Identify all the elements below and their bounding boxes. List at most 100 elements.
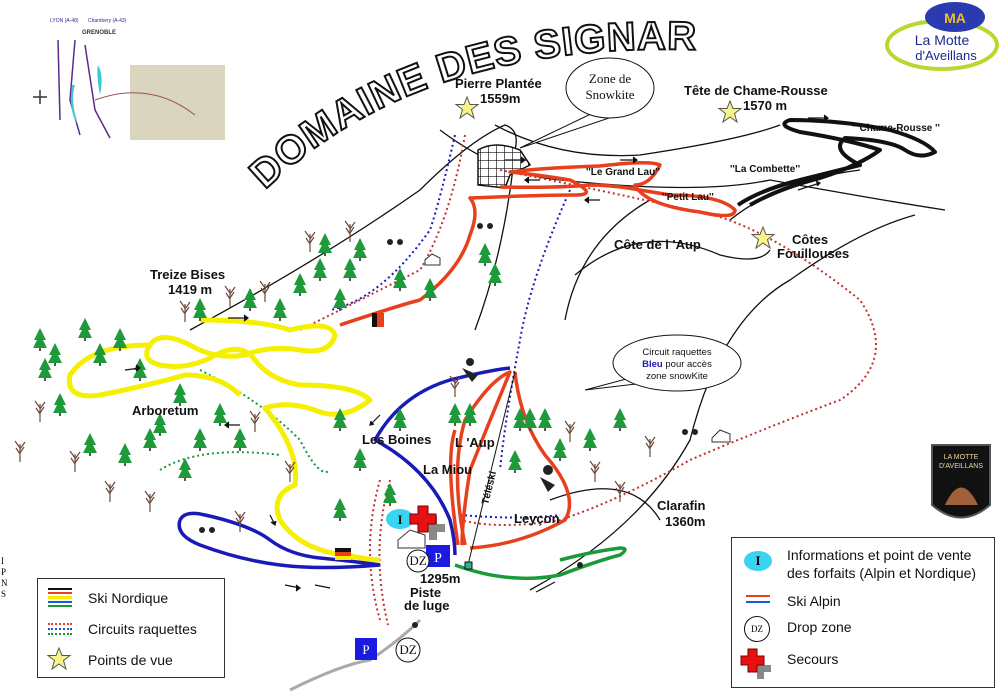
parking-letter: P xyxy=(362,642,369,657)
label-grand-lau: ''Le Grand Lau'' xyxy=(586,167,660,178)
label-fouillouses: Fouillouses xyxy=(777,246,849,261)
label-l-aup: L 'Aup xyxy=(455,435,495,450)
legend-label: Informations et point de vente xyxy=(787,547,972,563)
legend-label: Secours xyxy=(787,651,839,667)
parking-icon-lower[interactable] xyxy=(355,638,377,660)
dropzone-icon: DZ xyxy=(744,616,770,642)
legend-label: Drop zone xyxy=(787,619,852,635)
parking-letter: P xyxy=(434,551,442,566)
nordic-black-trail[interactable] xyxy=(736,118,937,207)
skier-icon xyxy=(543,465,553,475)
label-arboretum: Arboretum xyxy=(132,403,198,418)
alt-pierre-plantee: 1559m xyxy=(480,91,520,106)
info-letter: I xyxy=(397,512,402,527)
chalet-icon xyxy=(397,529,426,549)
legend-label: Circuits raquettes xyxy=(88,621,197,637)
label-la-combette: ''La Combette'' xyxy=(730,164,800,175)
raquettes-bubble: Circuit raquettes Bleu pour accès zone s… xyxy=(584,334,742,392)
alt-chame-rousse: 1570 m xyxy=(743,98,787,113)
compass-icon xyxy=(33,90,47,104)
star-icon-chame-rousse xyxy=(718,100,742,123)
dotted-lines-icon xyxy=(48,623,72,635)
teleski-lift xyxy=(467,371,516,566)
alt-clarafin: 1360m xyxy=(665,514,705,529)
svg-text:Snowkite: Snowkite xyxy=(585,87,634,102)
ipns-letter: N xyxy=(1,578,8,588)
dz-letter: DZ xyxy=(399,642,416,657)
alt-base: 1295m xyxy=(420,571,460,586)
ipns-mark: I P N S xyxy=(1,556,9,600)
inset-road: LYON (A-48) xyxy=(50,18,79,24)
nordic-yellow-trail[interactable] xyxy=(66,317,381,563)
legend-label: des forfaits (Alpin et Nordique) xyxy=(787,565,977,581)
svg-text:Zone de: Zone de xyxy=(589,71,631,86)
label-les-boines: Les Boines xyxy=(362,432,431,447)
label-pierre-plantee: Pierre Plantée xyxy=(455,76,542,91)
skier-icon xyxy=(466,358,474,366)
label-chame-rousse: '' Chame-Rousse '' xyxy=(852,123,940,134)
dz-letter: DZ xyxy=(409,553,426,568)
red-trails[interactable] xyxy=(339,161,737,550)
legend-right: I Informations et point de vente des for… xyxy=(731,537,995,688)
chalet-icon xyxy=(424,253,441,266)
alpine-lines-icon xyxy=(746,595,770,603)
svg-text:Circuit raquettes: Circuit raquettes xyxy=(642,347,711,358)
chalet-icon xyxy=(711,429,731,443)
svg-text:LA MOTTE: LA MOTTE xyxy=(944,454,979,461)
direction-arrows xyxy=(124,114,829,593)
first-aid-icon[interactable] xyxy=(409,505,445,540)
svg-text:D'AVEILLANS: D'AVEILLANS xyxy=(939,463,983,470)
legend-left: Ski Nordique Circuits raquettes Points d… xyxy=(37,578,225,678)
nordic-green-trail[interactable] xyxy=(454,546,627,581)
luge-track xyxy=(289,618,422,692)
label-petit-lau: ''Petit Lau'' xyxy=(662,192,714,203)
ipns-letter: I xyxy=(1,556,4,566)
inset-city: GRENOBLE xyxy=(82,30,116,36)
trailhead-marker xyxy=(335,548,351,560)
label-cotes: Côtes xyxy=(792,232,828,247)
legend-label: Ski Nordique xyxy=(88,590,169,606)
star-icon-fouillouses xyxy=(751,226,775,249)
parking-icon[interactable] xyxy=(426,545,450,567)
first-aid-icon xyxy=(740,648,771,679)
svg-text:Bleu pour accès: Bleu pour accès xyxy=(642,359,712,370)
dropzone-icon-lower[interactable] xyxy=(395,637,421,663)
info-icon: I xyxy=(744,551,772,571)
svg-text:La Motte: La Motte xyxy=(915,32,970,48)
ipns-letter: S xyxy=(1,589,7,599)
skier-icons xyxy=(199,223,698,628)
ipns-letter: P xyxy=(1,567,7,577)
nordic-lines-icon xyxy=(48,588,72,607)
inset-map: GRENOBLE LYON (A-48) Chambery (A-43) xyxy=(33,18,225,140)
label-treize-bises: Treize Bises xyxy=(150,267,225,282)
teleski-label: Téléski xyxy=(480,470,499,506)
label-cote-aup: Côte de l 'Aup xyxy=(614,237,701,252)
svg-text:d'Aveillans: d'Aveillans xyxy=(915,48,977,63)
dropzone-icon[interactable] xyxy=(406,549,430,573)
town-badge: LA MOTTE D'AVEILLANS xyxy=(931,444,991,519)
lift-station xyxy=(464,561,473,570)
info-icon[interactable] xyxy=(386,509,414,529)
label-de-luge: de luge xyxy=(404,598,450,613)
label-la-miou: La Miou xyxy=(423,462,472,477)
nordic-skiers-icon xyxy=(199,223,698,568)
label-tete-chame-rousse: Tête de Chame-Rousse xyxy=(684,83,828,98)
star-icon-pierre-plantee xyxy=(455,96,479,119)
legend-label: Points de vue xyxy=(88,652,173,668)
snowkite-zone xyxy=(477,144,532,189)
legend-label: Ski Alpin xyxy=(787,593,841,609)
forest xyxy=(14,220,656,533)
svg-text:zone snowKite: zone snowKite xyxy=(646,371,708,382)
inset-road: Chambery (A-43) xyxy=(88,18,127,24)
sled-icon xyxy=(412,622,418,628)
label-clarafin: Clarafin xyxy=(657,498,705,513)
snowkite-bubble: Zone de Snowkite xyxy=(519,57,655,149)
star-icon xyxy=(47,647,71,670)
svg-text:MA: MA xyxy=(944,10,966,26)
alt-treize-bises: 1419 m xyxy=(168,282,212,297)
label-piste-luge: Piste xyxy=(410,585,441,600)
blue-trails[interactable] xyxy=(177,366,511,570)
label-leycon: Leyçon xyxy=(514,511,560,526)
chalet-icons xyxy=(397,253,731,549)
